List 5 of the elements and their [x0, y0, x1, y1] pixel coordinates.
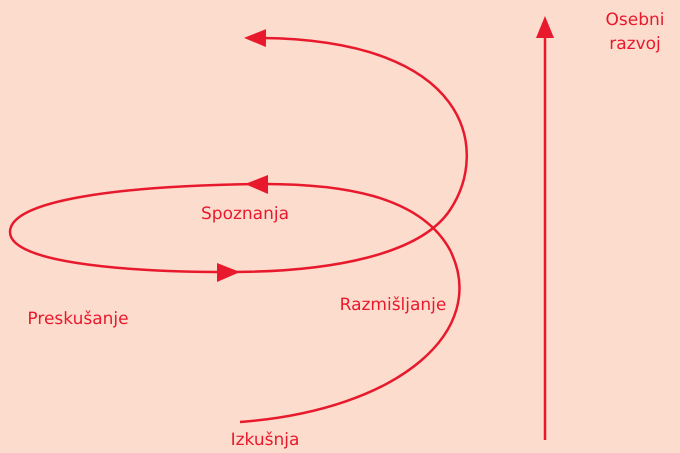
stage-label: Izkušnja — [230, 429, 300, 452]
axis-label: Osebni razvoj — [604, 9, 666, 56]
stage-label: Spoznanja — [200, 203, 290, 226]
stage-label: Preskušanje — [26, 308, 130, 331]
stage-label: Razmišljanje — [338, 294, 448, 317]
